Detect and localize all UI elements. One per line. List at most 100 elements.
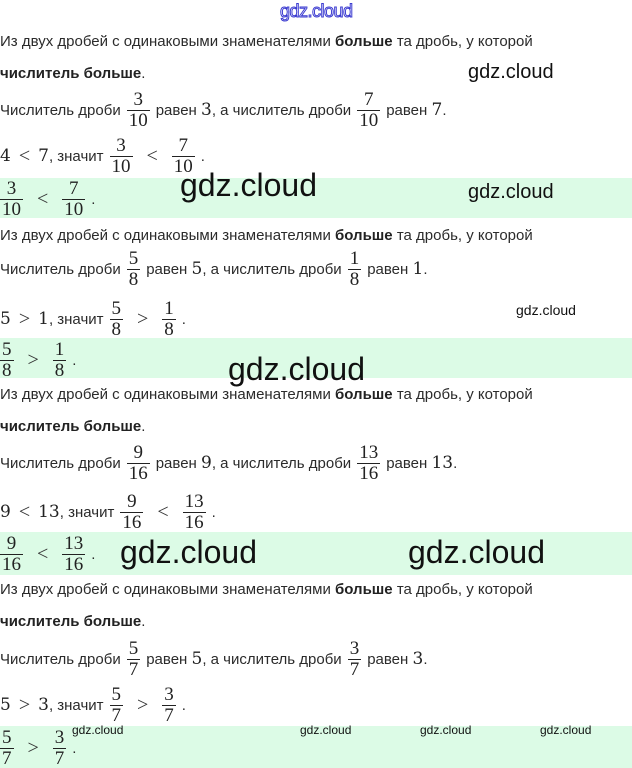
denominator: 16 bbox=[120, 511, 144, 533]
text: . bbox=[181, 310, 186, 328]
watermark: gdz.cloud bbox=[468, 61, 554, 83]
math-value: 1 bbox=[38, 309, 49, 329]
denominator: 16 bbox=[62, 553, 86, 575]
watermark: gdz.cloud bbox=[280, 1, 354, 22]
math-value: 9 bbox=[201, 453, 212, 473]
text: Числитель дроби bbox=[0, 650, 121, 668]
rule-text: Из двух дробей с одинаковыми знаменателя… bbox=[0, 386, 335, 403]
rule-text: та дробь, у которой bbox=[392, 33, 533, 50]
math-value: 5 bbox=[191, 259, 203, 279]
rule-line-2: числитель больше. bbox=[0, 64, 145, 84]
denominator: 16 bbox=[0, 553, 23, 575]
numerator: 7 bbox=[69, 178, 79, 199]
rule-bold: больше bbox=[335, 581, 393, 598]
numerator: 1 bbox=[164, 297, 174, 319]
watermark: gdz.cloud bbox=[72, 723, 124, 737]
numerator: 9 bbox=[133, 441, 143, 463]
rule-text: Из двух дробей с одинаковыми знаменателя… bbox=[0, 227, 335, 244]
numerator: 7 bbox=[363, 88, 374, 110]
math-value: 1 bbox=[412, 259, 424, 279]
numerator: 3 bbox=[164, 683, 174, 705]
rule-bold: больше bbox=[335, 227, 393, 244]
math-value: 5 bbox=[0, 695, 11, 715]
watermark: gdz.cloud bbox=[540, 723, 592, 737]
numerator: 3 bbox=[133, 88, 143, 110]
numerator: 5 bbox=[128, 637, 139, 659]
denominator: 7 bbox=[162, 704, 176, 726]
text: . bbox=[200, 147, 205, 165]
text: Числитель дроби bbox=[0, 101, 121, 119]
text: , значит bbox=[48, 696, 104, 714]
numerator: 7 bbox=[178, 134, 189, 156]
numerator: 5 bbox=[111, 683, 122, 705]
math-value: 3 bbox=[412, 649, 424, 669]
numerator: 3 bbox=[349, 637, 360, 659]
rule-line-1: Из двух дробей с одинаковыми знаменателя… bbox=[0, 385, 533, 405]
rule-text: . bbox=[141, 613, 146, 630]
rule-bold: числитель больше bbox=[0, 418, 142, 435]
denominator: 16 bbox=[357, 462, 381, 484]
rule-bold: числитель больше bbox=[0, 65, 142, 82]
text: равен bbox=[155, 454, 197, 472]
watermark: gdz.cloud bbox=[300, 723, 352, 737]
rule-text: . bbox=[141, 418, 146, 435]
text: , значит bbox=[48, 147, 104, 165]
comparison-sign: < bbox=[18, 500, 31, 523]
denominator: 8 bbox=[0, 359, 14, 378]
rule-text: та дробь, у которой bbox=[392, 581, 533, 598]
text: равен bbox=[386, 101, 428, 119]
comparison-sign: < bbox=[18, 144, 31, 167]
rule-line-2: числитель больше. bbox=[0, 417, 145, 437]
watermark: gdz.cloud bbox=[408, 534, 545, 570]
text: , значит bbox=[48, 310, 104, 328]
math-value: 9 bbox=[0, 502, 11, 522]
numerator: 3 bbox=[54, 726, 65, 748]
text: равен bbox=[386, 454, 428, 472]
math-value: 7 bbox=[38, 146, 49, 166]
denominator: 7 bbox=[347, 658, 362, 680]
rule-text: Из двух дробей с одинаковыми знаменателя… bbox=[0, 33, 335, 50]
numerator: 9 bbox=[127, 490, 137, 512]
text: , а числитель дроби bbox=[211, 454, 352, 472]
comparison-sign: < bbox=[37, 187, 49, 210]
comparison-sign: < bbox=[157, 500, 169, 523]
watermark: gdz.cloud bbox=[180, 167, 317, 203]
denominator: 16 bbox=[126, 462, 150, 484]
numerator: 1 bbox=[349, 247, 360, 269]
numerator: 3 bbox=[6, 178, 17, 199]
text: . bbox=[181, 696, 186, 714]
denominator: 8 bbox=[109, 318, 124, 340]
rule-text: та дробь, у которой bbox=[392, 386, 533, 403]
denominator: 8 bbox=[162, 318, 176, 340]
text: . bbox=[72, 351, 77, 369]
text: , а числитель дроби bbox=[202, 260, 342, 278]
denominator: 8 bbox=[126, 268, 141, 290]
text: . bbox=[453, 454, 458, 472]
text: равен bbox=[146, 260, 188, 278]
denominator: 10 bbox=[126, 109, 150, 131]
numerator: 5 bbox=[2, 726, 12, 748]
